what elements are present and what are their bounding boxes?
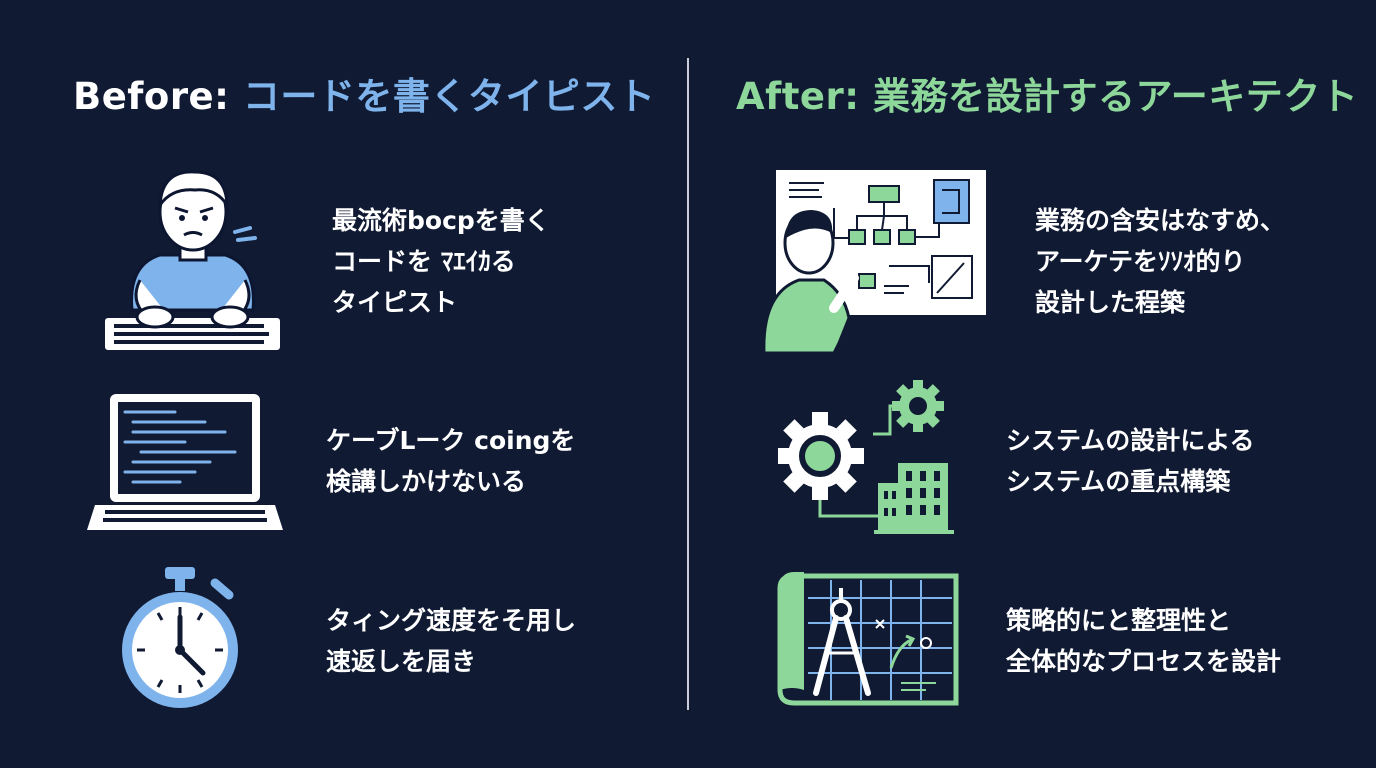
before-item-1-line-2: コードを ﾏｴｲｶる xyxy=(332,247,516,276)
after-item-3-line-2: 全体的なプロセスを設計 xyxy=(1006,647,1282,676)
after-heading-accent: 業務を設計するアーキテクト xyxy=(872,75,1359,118)
before-item-2-line-1: ケーブLーク coingを xyxy=(326,426,576,455)
after-item-2-line-1: システムの設計による xyxy=(1006,426,1255,455)
before-heading: Before: コードを書くタイピスト xyxy=(73,66,655,120)
laptop-code-icon xyxy=(87,394,283,530)
after-item-3-text: 策略的にと整理性と 全体的なプロセスを設計 xyxy=(1006,600,1281,682)
before-heading-prefix: Before: xyxy=(73,75,230,118)
center-divider xyxy=(687,58,689,710)
before-item-1-line-3: タイピスト xyxy=(332,288,458,317)
typing-person-icon xyxy=(105,170,280,350)
before-item-1-line-1: 最流術bocpを書く xyxy=(332,206,550,235)
gear-building-icon xyxy=(778,380,954,534)
before-panel: Before: コードを書くタイピスト 最流術bocpを書く コードを ﾏｴｲｶ… xyxy=(73,66,655,708)
before-item-1-text: 最流術bocpを書く コードを ﾏｴｲｶる タイピスト xyxy=(332,200,550,323)
after-panel: After: 業務を設計するアーキテクト 業務の含 xyxy=(690,0,1376,768)
after-heading: After: 業務を設計するアーキテクト xyxy=(736,66,1358,120)
before-item-3-text: タィング速度をそ用し 速返しを届き xyxy=(326,600,576,682)
after-item-1-line-2: アーケテをｿｿｵ的り xyxy=(1035,247,1246,276)
before-item-3-line-2: 速返しを届き xyxy=(326,647,477,676)
architect-whiteboard-icon xyxy=(764,170,986,353)
after-item-2-line-2: システムの重点構築 xyxy=(1006,467,1231,496)
before-item-3-line-1: タィング速度をそ用し xyxy=(326,606,577,635)
after-item-3-line-1: 策略的にと整理性と xyxy=(1006,606,1232,635)
after-item-1-text: 業務の含安はなすめ、 アーケテをｿｿｵ的り 設計した程築 xyxy=(1035,200,1285,323)
before-heading-accent: コードを書くタイピスト xyxy=(242,75,656,118)
after-item-1-line-1: 業務の含安はなすめ、 xyxy=(1035,206,1286,235)
stopwatch-icon xyxy=(122,567,238,708)
after-item-1-line-3: 設計した程築 xyxy=(1035,288,1186,317)
after-heading-prefix: After: xyxy=(736,75,860,118)
after-item-2-text: システムの設計による システムの重点構築 xyxy=(1006,420,1255,502)
blueprint-compass-icon xyxy=(777,572,959,706)
before-item-2-line-2: 検講しかけないる xyxy=(326,467,527,496)
before-item-2-text: ケーブLーク coingを 検講しかけないる xyxy=(326,420,575,502)
